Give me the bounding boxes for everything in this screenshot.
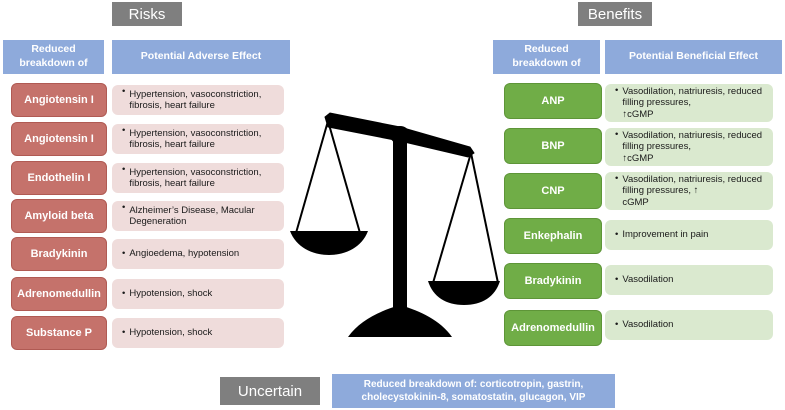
scale-pillar xyxy=(393,137,407,315)
risk-peptide: Adrenomedullin xyxy=(11,277,107,311)
risk-effect-text: Alzheimer’s Disease, Macular Degeneratio… xyxy=(129,204,255,227)
benefit-effect-main: Vasodilation, natriuresis, reduced filli… xyxy=(622,85,763,109)
benefit-peptide: Bradykinin xyxy=(504,263,602,299)
benefit-row: Enkephalin•Improvement in pain xyxy=(490,218,785,254)
benefit-row: Adrenomedullin•Vasodilation xyxy=(490,310,785,346)
benefit-peptide: BNP xyxy=(504,128,602,164)
benefit-effect-main: Vasodilation xyxy=(622,319,674,331)
bullet-icon: • xyxy=(615,85,619,96)
risk-row: Bradykinin•Angioedema, hypotension xyxy=(0,237,300,271)
benefit-peptide: Enkephalin xyxy=(504,218,602,254)
benefit-row: ANP•Vasodilation, natriuresis, reduced f… xyxy=(490,83,785,122)
risk-peptide: Substance P xyxy=(11,316,107,350)
risk-peptide: Amyloid beta xyxy=(11,199,107,233)
up-arrow-icon: ↑ xyxy=(622,152,628,164)
bullet-icon: • xyxy=(122,86,126,97)
risk-effect-text: Hypertension, vasoconstriction, fibrosis… xyxy=(129,127,262,150)
bullet-icon: • xyxy=(122,248,126,260)
risk-row: Angiotensin I•Hypertension, vasoconstric… xyxy=(0,83,300,117)
risk-effect: •Angioedema, hypotension xyxy=(112,239,284,269)
risk-effect-text: Hypertension, vasoconstriction, fibrosis… xyxy=(129,166,262,189)
risk-effect: •Hypotension, shock xyxy=(112,318,284,348)
benefits-header-left: Reduced breakdown of xyxy=(493,40,600,74)
risk-row: Substance P•Hypotension, shock xyxy=(0,316,300,350)
risk-row: Amyloid beta•Alzheimer’s Disease, Macula… xyxy=(0,199,300,233)
benefit-effect: •Vasodilation, natriuresis, reduced fill… xyxy=(605,84,773,122)
benefit-effect-tail: cGMP xyxy=(622,196,649,208)
benefits-list: ANP•Vasodilation, natriuresis, reduced f… xyxy=(490,0,785,410)
benefit-peptide: Adrenomedullin xyxy=(504,310,602,346)
benefit-effect-main: Vasodilation, natriuresis, reduced filli… xyxy=(622,173,763,197)
bullet-icon: • xyxy=(122,327,126,339)
benefit-effect-text: Vasodilation xyxy=(622,274,673,285)
benefit-row: CNP•Vasodilation, natriuresis, reduced f… xyxy=(490,172,785,210)
risk-effect-text: Hypotension, shock xyxy=(129,327,213,339)
up-arrow-icon: ↑ xyxy=(693,185,699,197)
benefit-effect: •Improvement in pain xyxy=(605,220,773,250)
benefit-effect-text: Vasodilation xyxy=(622,319,673,330)
bullet-icon: • xyxy=(615,274,619,286)
risk-effect: •Alzheimer’s Disease, Macular Degenerati… xyxy=(112,201,284,231)
bullet-icon: • xyxy=(122,164,126,175)
bullet-icon: • xyxy=(615,319,619,331)
risk-effect-text: Hypotension, shock xyxy=(129,288,213,300)
balance-scale-icon xyxy=(290,112,500,337)
benefit-effect: •Vasodilation, natriuresis, reduced fill… xyxy=(605,128,773,166)
scale-base xyxy=(348,305,452,337)
risk-row: Angiotensin I•Hypertension, vasoconstric… xyxy=(0,122,300,156)
risk-peptide: Angiotensin I xyxy=(11,83,107,117)
benefit-peptide: ANP xyxy=(504,83,602,119)
benefit-effect-text: Vasodilation, natriuresis, reduced filli… xyxy=(622,86,769,120)
benefit-effect-main: Vasodilation, natriuresis, reduced filli… xyxy=(622,129,763,153)
risk-effect: •Hypertension, vasoconstriction, fibrosi… xyxy=(112,163,284,193)
benefits-header-right: Potential Beneficial Effect xyxy=(605,40,782,74)
risks-list: Angiotensin I•Hypertension, vasoconstric… xyxy=(0,0,300,410)
benefit-peptide: CNP xyxy=(504,173,602,209)
benefit-row: BNP•Vasodilation, natriuresis, reduced f… xyxy=(490,128,785,166)
risk-peptide: Bradykinin xyxy=(11,237,107,271)
benefit-effect-text: Vasodilation, natriuresis, reduced filli… xyxy=(622,130,769,164)
benefit-effect-main: Improvement in pain xyxy=(622,229,709,241)
benefit-effect-tail: cGMP xyxy=(627,152,654,164)
benefits-title: Benefits xyxy=(578,2,652,26)
risks-title: Risks xyxy=(112,2,182,26)
bullet-icon: • xyxy=(122,202,126,213)
up-arrow-icon: ↑ xyxy=(622,108,628,120)
uncertain-text: Reduced breakdown of: corticotropin, gas… xyxy=(332,374,615,408)
bullet-icon: • xyxy=(615,173,619,184)
risks-header-left: Reduced breakdown of xyxy=(3,40,104,74)
risk-peptide: Angiotensin I xyxy=(11,122,107,156)
risk-peptide: Endothelin I xyxy=(11,161,107,195)
risk-effect-text: Hypertension, vasoconstriction, fibrosis… xyxy=(129,88,262,111)
scale-right-pan xyxy=(428,281,500,305)
bullet-icon: • xyxy=(122,125,126,136)
benefit-row: Bradykinin•Vasodilation xyxy=(490,263,785,299)
risk-effect: •Hypotension, shock xyxy=(112,279,284,309)
benefit-effect-main: Vasodilation xyxy=(622,274,674,286)
bullet-icon: • xyxy=(122,288,126,300)
uncertain-title: Uncertain xyxy=(220,377,320,405)
risks-header-right: Potential Adverse Effect xyxy=(112,40,290,74)
benefit-effect-tail: cGMP xyxy=(627,108,654,120)
benefit-effect-text: Vasodilation, natriuresis, reduced filli… xyxy=(622,174,769,208)
risk-effect: •Hypertension, vasoconstriction, fibrosi… xyxy=(112,85,284,115)
benefit-effect-text: Improvement in pain xyxy=(622,229,708,240)
benefit-effect: •Vasodilation xyxy=(605,265,773,295)
risk-effect-text: Angioedema, hypotension xyxy=(129,248,240,260)
risk-effect: •Hypertension, vasoconstriction, fibrosi… xyxy=(112,124,284,154)
risk-row: Endothelin I•Hypertension, vasoconstrict… xyxy=(0,161,300,195)
benefit-effect: •Vasodilation, natriuresis, reduced fill… xyxy=(605,172,773,210)
risk-row: Adrenomedullin•Hypotension, shock xyxy=(0,277,300,311)
scale-left-pan xyxy=(290,231,368,255)
bullet-icon: • xyxy=(615,129,619,140)
bullet-icon: • xyxy=(615,229,619,241)
benefit-effect: •Vasodilation xyxy=(605,310,773,340)
